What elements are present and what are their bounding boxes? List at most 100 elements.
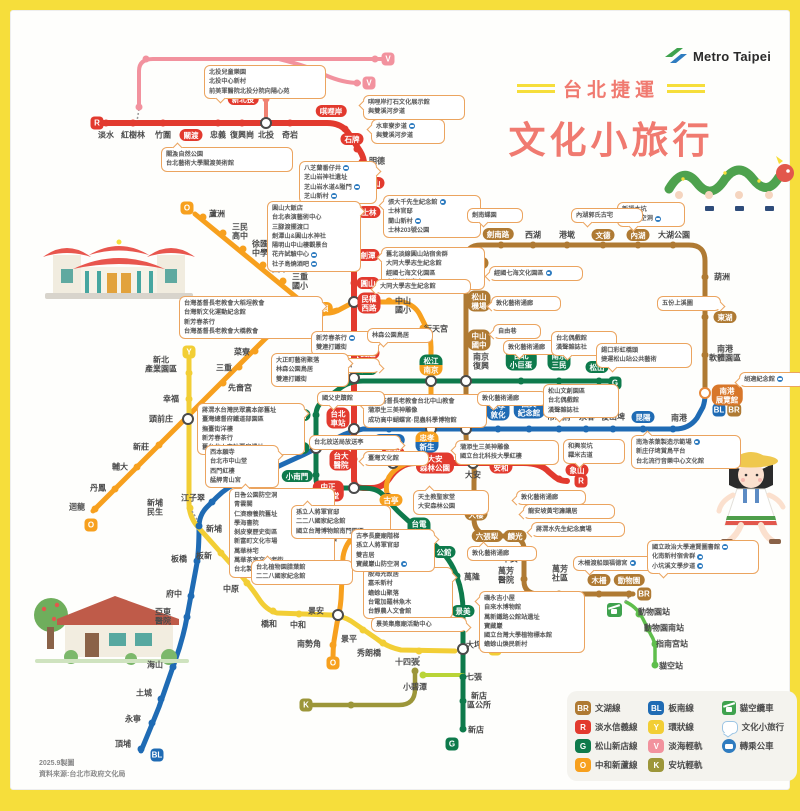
station-label: 大坪林: [466, 640, 490, 650]
bus-transfer-icon: [348, 335, 355, 342]
callout-line: 經國七海文化園區: [494, 269, 578, 278]
title-tag-text: 台北捷運: [562, 80, 659, 101]
callout-line: 新芳春茶行: [184, 318, 215, 326]
station-label: 港墘: [559, 230, 575, 240]
callout-line: 臺灣總督府鐵道部園區: [202, 416, 264, 424]
callout-line: 仁濟療養院舊址: [234, 510, 278, 518]
station-dot: [183, 613, 191, 621]
transfer-station-ring: [460, 375, 472, 387]
station-dot: [595, 377, 603, 385]
station-label: 西湖: [525, 230, 541, 240]
station-label: 復興崗: [230, 130, 254, 140]
metro-line-k: [308, 668, 418, 708]
station-dot: [415, 647, 423, 655]
callout-line: 蟾蜍山煥民新村: [484, 641, 528, 649]
station-label: 輔大: [112, 462, 128, 472]
station-dot: [142, 55, 150, 63]
station-dot: [651, 661, 659, 669]
station-dot: [379, 639, 387, 647]
station-pill: 景美: [451, 605, 475, 617]
legend-line-badge-o: O: [575, 758, 591, 772]
callout-box: 蔣渭水先生紀念廣場: [526, 522, 625, 538]
callout-line: 自來水博物館: [484, 604, 522, 612]
legend-label: 貓空纜車: [739, 703, 774, 713]
callout-line: 國立台北科技大學紅樓: [460, 453, 522, 461]
callout-box: 台灣基督長老教會大稻埕教會台灣新文化運動紀念館新芳春茶行台灣基督長老教會大橋教會: [179, 296, 328, 340]
callout-line: 台北放送局放送亭: [314, 439, 364, 446]
dragon-dance-illustration: [664, 156, 794, 211]
station-label: 指南宮站: [656, 639, 688, 649]
station-dot: [219, 379, 227, 387]
station-dot: [208, 498, 216, 506]
station-dot: [133, 463, 141, 471]
transfer-station-ring: [457, 643, 469, 655]
callout-line: 新芳春茶行: [316, 334, 374, 343]
legend-line-badge-br: BR: [575, 701, 591, 715]
legend-label: 文湖線: [595, 703, 621, 713]
station-pill: 古亭: [379, 494, 403, 506]
callout-line: 雙吉居: [356, 551, 375, 559]
station-dot: [269, 607, 277, 615]
callout-box: 關渡自然公園台北藝術大學關渡美術館: [161, 142, 293, 172]
station-dot: [350, 455, 358, 463]
bus-transfer-icon: [311, 261, 318, 268]
line-terminal-badge-g: G: [445, 737, 459, 751]
station-dot: [262, 95, 270, 103]
station-dot: [359, 626, 367, 634]
callout-line: 青雲閣: [234, 501, 253, 509]
callout-box: 劍南蝶園: [467, 208, 523, 228]
station-dot: [563, 241, 571, 249]
callout-line: 劍潭山&圓山水神社: [272, 232, 326, 240]
station-dot: [625, 590, 633, 598]
station-label: 迴龍: [69, 502, 85, 512]
station-dot: [595, 590, 603, 598]
station-dot: [651, 640, 659, 648]
station-label: 頭前庄: [149, 414, 173, 424]
station-label: 三民 高中: [232, 222, 248, 241]
station-label: 南港: [671, 413, 687, 423]
station-label: 十四張: [395, 657, 419, 667]
callout-box: 國立政治大學達賢圖書館化南新村宿舍群小坑溪文學步道: [647, 540, 759, 579]
bus-transfer-icon: [439, 199, 446, 206]
callout-line: 台北偶戲館: [548, 397, 579, 405]
callout-line: 林森公園鳥居: [276, 366, 314, 374]
station-label: 新莊: [133, 442, 149, 452]
station-label: 北投: [258, 130, 274, 140]
callout-line: 磯永吉小屋: [484, 595, 515, 602]
station-label: 萬隆: [464, 572, 480, 582]
callout-line: 國立台灣博物館南門園區: [296, 527, 365, 535]
callout-line: 關渡自然公園: [166, 151, 204, 158]
callout-line: 舊北淡線圓山站宿舍群: [386, 251, 448, 258]
station-dot: [341, 125, 349, 133]
legend-line-badge-g: G: [575, 739, 591, 753]
station-dot: [169, 663, 177, 671]
bus-transfer-icon: [629, 560, 636, 567]
line-terminal-badge-o: O: [180, 201, 194, 215]
callout-line: 五份上溪圖: [662, 300, 693, 307]
callout-line: 台靜農人文會館: [368, 608, 412, 616]
callout-line: 台北植物園腊葉館: [256, 564, 306, 571]
callout-box: 敦化藝術通廊: [511, 490, 586, 506]
station-label: 南勢角: [297, 639, 321, 649]
callout-box: 台北放送局放送亭: [309, 435, 406, 451]
callout-box: 圓山大飯店台北表演藝術中心三腳渡擺渡口劍潭山&圓山水神社陽明山中山樓觀景台花卉試…: [267, 201, 366, 273]
station-pill: 動物園: [613, 574, 645, 586]
station-dot: [239, 245, 247, 253]
callout-line: 敦化藝術通廊: [482, 395, 520, 402]
transfer-station-ring: [348, 423, 360, 435]
station-dot: [187, 592, 195, 600]
station-dot: [517, 377, 525, 385]
transfer-connector: [191, 510, 199, 522]
metro-line-red: [96, 120, 570, 491]
line-terminal-badge-o: O: [84, 518, 98, 532]
callout-line: 胡適紀念館: [744, 375, 800, 384]
station-dot: [353, 145, 361, 153]
station-label: 景平: [341, 634, 357, 644]
station-dot: [609, 425, 617, 433]
station-dot: [238, 119, 246, 127]
callout-box: 北投兒童樂園北投中心新村前美軍醫院北投分院向陽心苑: [204, 65, 326, 104]
station-label: 秀朗橋: [357, 648, 381, 658]
line-terminal-badge-br: BR: [727, 403, 741, 417]
callout-line: 士林官邸: [388, 208, 413, 216]
